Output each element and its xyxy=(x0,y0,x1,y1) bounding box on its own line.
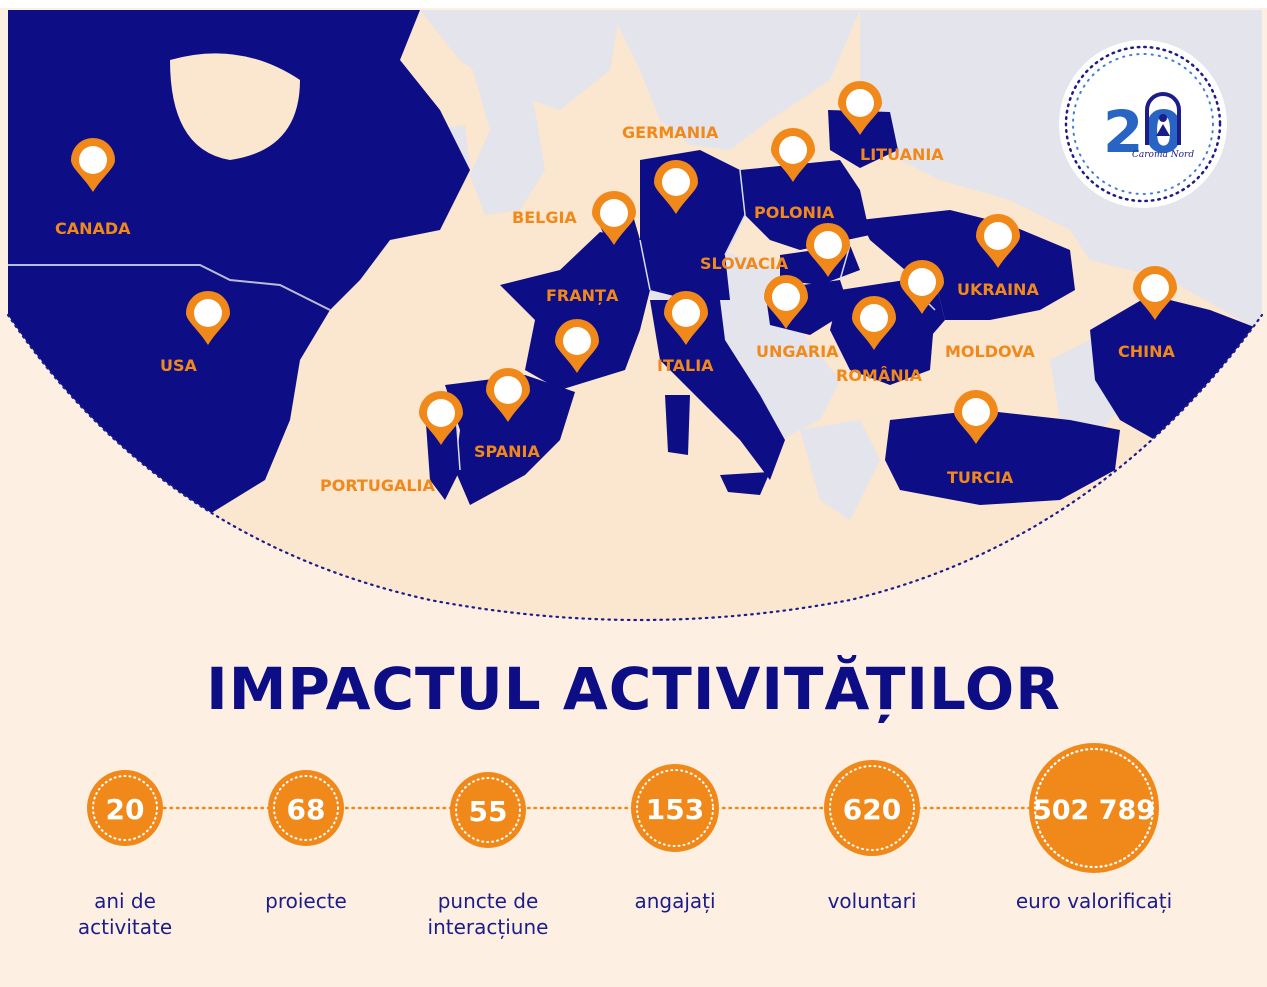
stat-value-2: 68 xyxy=(287,793,326,826)
uk-land xyxy=(470,55,545,215)
map-pin-icon xyxy=(419,391,463,445)
hudson-bay xyxy=(170,53,300,161)
sardinia xyxy=(665,395,690,455)
label-franta: FRANȚA xyxy=(546,286,619,305)
country-lituania xyxy=(828,110,898,168)
map-edge-dots xyxy=(6,313,1264,622)
stat-value-6: 502 789 xyxy=(1033,795,1155,826)
stat-circles: 20 68 55 153 620 xyxy=(87,743,1159,873)
map-pin-icon xyxy=(654,160,698,214)
greece-land xyxy=(800,420,880,520)
sicily xyxy=(720,472,770,495)
map-pin-icon xyxy=(664,291,708,345)
stat-label-1: ani de activitate xyxy=(35,888,215,940)
country-italia xyxy=(650,300,785,480)
label-spania: SPANIA xyxy=(474,442,541,461)
scandinavia-land xyxy=(610,10,860,150)
label-lituania: LITUANIA xyxy=(860,145,944,164)
label-romania: ROMÂNIA xyxy=(836,366,923,385)
stat-label-4-line1: angajați xyxy=(634,889,716,913)
stat-label-1-line1: ani de xyxy=(94,889,156,913)
stat-circle-4: 153 xyxy=(631,764,719,852)
label-ungaria: UNGARIA xyxy=(756,342,839,361)
label-belgia: BELGIA xyxy=(512,208,577,227)
person-arch-icon xyxy=(1145,92,1181,145)
label-slovacia: SLOVACIA xyxy=(700,254,789,273)
stat-label-2: proiecte xyxy=(216,888,396,914)
stat-circle-5: 620 xyxy=(824,760,920,856)
stat-label-3: puncte de interacțiune xyxy=(398,888,578,940)
map-pin-icon xyxy=(954,390,998,444)
logo-brand: Caroma Nord xyxy=(1132,150,1194,160)
country-franta xyxy=(500,232,650,390)
map-pin-icon xyxy=(900,260,944,314)
stat-label-2-line1: proiecte xyxy=(265,889,347,913)
map-pin-icon xyxy=(764,275,808,329)
map-pin-icon xyxy=(71,138,115,192)
label-china: CHINA xyxy=(1118,342,1175,361)
label-moldova: MOLDOVA xyxy=(945,342,1035,361)
logo-badge: 20 Caroma Nord xyxy=(1059,40,1227,208)
label-portugalia: PORTUGALIA xyxy=(320,476,436,495)
stat-circle-2: 68 xyxy=(268,770,344,846)
map-pin-icon xyxy=(806,223,850,277)
stat-value-5: 620 xyxy=(843,793,901,826)
label-italia: ITALIA xyxy=(657,356,714,375)
stat-label-1-line2: activitate xyxy=(77,915,173,939)
label-turcia: TURCIA xyxy=(947,468,1014,487)
label-ukraina: UKRAINA xyxy=(957,280,1039,299)
stat-label-5: voluntari xyxy=(782,888,962,914)
label-canada: CANADA xyxy=(55,219,131,238)
label-germania: GERMANIA xyxy=(622,123,719,142)
stat-value-3: 55 xyxy=(469,795,508,828)
map-pin-icon xyxy=(592,191,636,245)
stat-label-6-line1: euro valorificați xyxy=(1015,889,1173,913)
country-spania xyxy=(445,375,575,505)
map-pin-icon xyxy=(486,368,530,422)
label-usa: USA xyxy=(160,356,198,375)
country-turcia xyxy=(885,410,1120,505)
stat-label-3-line1: puncte de xyxy=(437,889,539,913)
stat-label-6: euro valorificați xyxy=(984,888,1204,914)
map-pin-icon xyxy=(976,214,1020,268)
map-pin-icon xyxy=(838,81,882,135)
stat-value-4: 153 xyxy=(646,793,704,826)
stat-circle-1: 20 xyxy=(87,770,163,846)
map-pins xyxy=(71,81,1177,445)
north-america xyxy=(8,10,470,520)
country-ukraina xyxy=(860,210,1075,320)
stat-circle-6: 502 789 xyxy=(1029,743,1159,873)
stat-label-3-line2: interacțiune xyxy=(427,915,549,939)
stat-circle-3: 55 xyxy=(450,772,526,848)
map-labels: CANADA USA GERMANIA LITUANIA BELGIA POLO… xyxy=(55,123,1175,495)
map-pin-icon xyxy=(771,128,815,182)
map-pin-icon xyxy=(852,296,896,350)
stat-label-5-line1: voluntari xyxy=(827,889,917,913)
label-polonia: POLONIA xyxy=(754,203,835,222)
map-pin-icon xyxy=(1133,266,1177,320)
map-pin-icon xyxy=(186,291,230,345)
stat-label-4: angajați xyxy=(585,888,765,914)
logo-number: 20 xyxy=(1103,98,1184,166)
map-pin-icon xyxy=(555,319,599,373)
stat-value-1: 20 xyxy=(106,793,145,826)
headline: IMPACTUL ACTIVITĂȚILOR xyxy=(206,655,1061,723)
